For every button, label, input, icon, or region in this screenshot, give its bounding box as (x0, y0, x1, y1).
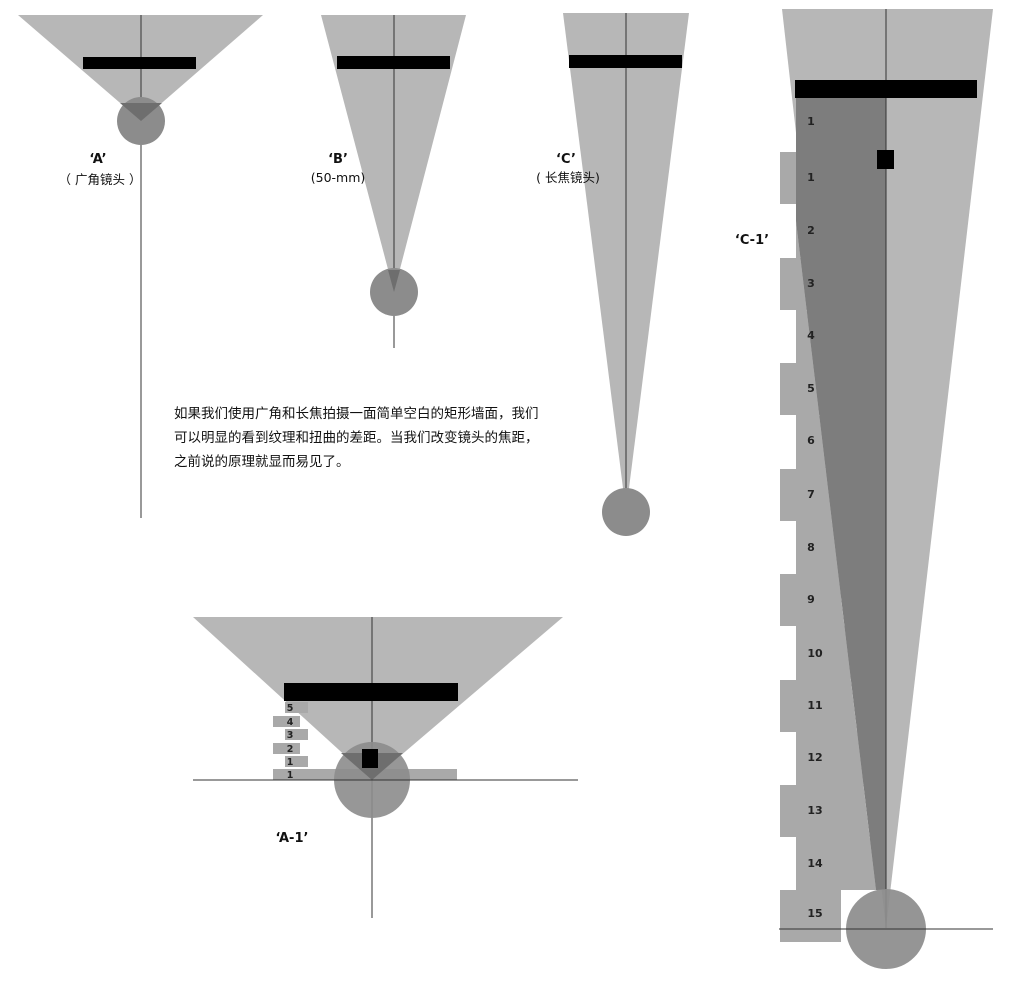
diagram-c1-tile-label: 12 (807, 751, 822, 764)
diagram-c-lens-circle (602, 488, 650, 536)
diagram-c1-tile-label: 6 (807, 434, 815, 447)
diagram-a1-tile-label: 1 (287, 757, 294, 768)
diagram-a1-tile-label: 4 (287, 717, 294, 728)
diagram-c-label: ‘C’ (556, 152, 576, 167)
diagram-c1-tile-label: 4 (807, 329, 815, 342)
caption-paragraph: 如果我们使用广角和长焦拍摄一面简单空白的矩形墙面，我们 可以明显的看到纹理和扭曲… (174, 402, 594, 474)
diagram-c1: 1 1 2 3 4 5 6 7 8 9 10 11 12 13 14 15 ‘C… (735, 9, 993, 969)
diagram-a1-tile (285, 729, 308, 740)
diagram-c1-tile-label: 13 (807, 804, 822, 817)
diagram-c1-tile-label: 5 (807, 382, 815, 395)
diagram-a-cone-overlap (120, 103, 162, 121)
diagram-c1-cone-tile-overlap (796, 98, 886, 890)
diagram-a1-label: ‘A-1’ (276, 831, 309, 846)
diagram-a1: 5 4 3 2 1 1 ‘A-1’ (193, 617, 578, 918)
diagram-c1-label: ‘C-1’ (735, 233, 769, 248)
diagram-c: ‘C’ ( 长焦镜头) (536, 13, 689, 536)
diagram-c1-tile-label: 3 (807, 277, 815, 290)
diagram-a-sublabel: （ 广角镜头 ） (59, 172, 142, 187)
diagram-c1-tile-label: 14 (807, 857, 823, 870)
diagram-a1-tile-label: 5 (287, 703, 294, 714)
caption-line: 可以明显的看到纹理和扭曲的差距。当我们改变镜头的焦距， (174, 430, 539, 446)
caption-line: 之前说的原理就显而易见了。 (174, 454, 350, 470)
diagram-b-subject-bar (337, 56, 450, 69)
diagram-a: ‘A’ （ 广角镜头 ） (18, 15, 263, 518)
diagram-c1-camera-block (877, 150, 894, 169)
diagram-c1-tile-label: 1 (807, 115, 815, 128)
diagram-a1-tile (273, 716, 300, 727)
diagram-c-sublabel: ( 长焦镜头) (536, 170, 600, 185)
diagram-c1-tile-label: 11 (807, 699, 822, 712)
diagram-a-label: ‘A’ (89, 152, 106, 167)
diagram-c1-tile-label: 2 (807, 224, 815, 237)
diagram-c1-tile-label: 8 (807, 541, 815, 554)
diagram-c1-tile-label: 9 (807, 593, 815, 606)
diagram-c1-tile-label: 10 (807, 647, 823, 660)
diagram-a1-tile (285, 756, 308, 767)
diagram-a-subject-bar (83, 57, 196, 69)
caption-line: 如果我们使用广角和长焦拍摄一面简单空白的矩形墙面，我们 (174, 406, 539, 422)
diagram-a1-tile-label: 1 (287, 770, 294, 781)
diagram-a1-camera-block (362, 749, 378, 768)
diagram-b-sublabel: (50-mm) (311, 170, 366, 185)
diagram-c-subject-bar (569, 55, 682, 68)
diagram-c1-tile-label: 7 (807, 488, 815, 501)
diagram-b: ‘B’ (50-mm) (311, 15, 466, 348)
diagram-c1-light-mask (796, 221, 876, 890)
diagram-a1-tile-label: 3 (287, 730, 294, 741)
diagram-a1-subject-bar (284, 683, 458, 701)
diagram-a1-tile (273, 743, 300, 754)
diagram-a1-tile-label: 2 (287, 744, 294, 755)
diagram-c1-subject-bar (795, 80, 977, 98)
diagram-c1-tile-label: 15 (807, 907, 822, 920)
diagram-c1-tile-label: 1 (807, 171, 815, 184)
diagram-a1-tile (285, 702, 308, 713)
diagram-c1-tile (780, 890, 841, 942)
diagram-c1-tile-left-mask (780, 152, 796, 204)
diagram-b-cone-overlap (388, 270, 400, 292)
diagram-b-label: ‘B’ (328, 152, 348, 167)
